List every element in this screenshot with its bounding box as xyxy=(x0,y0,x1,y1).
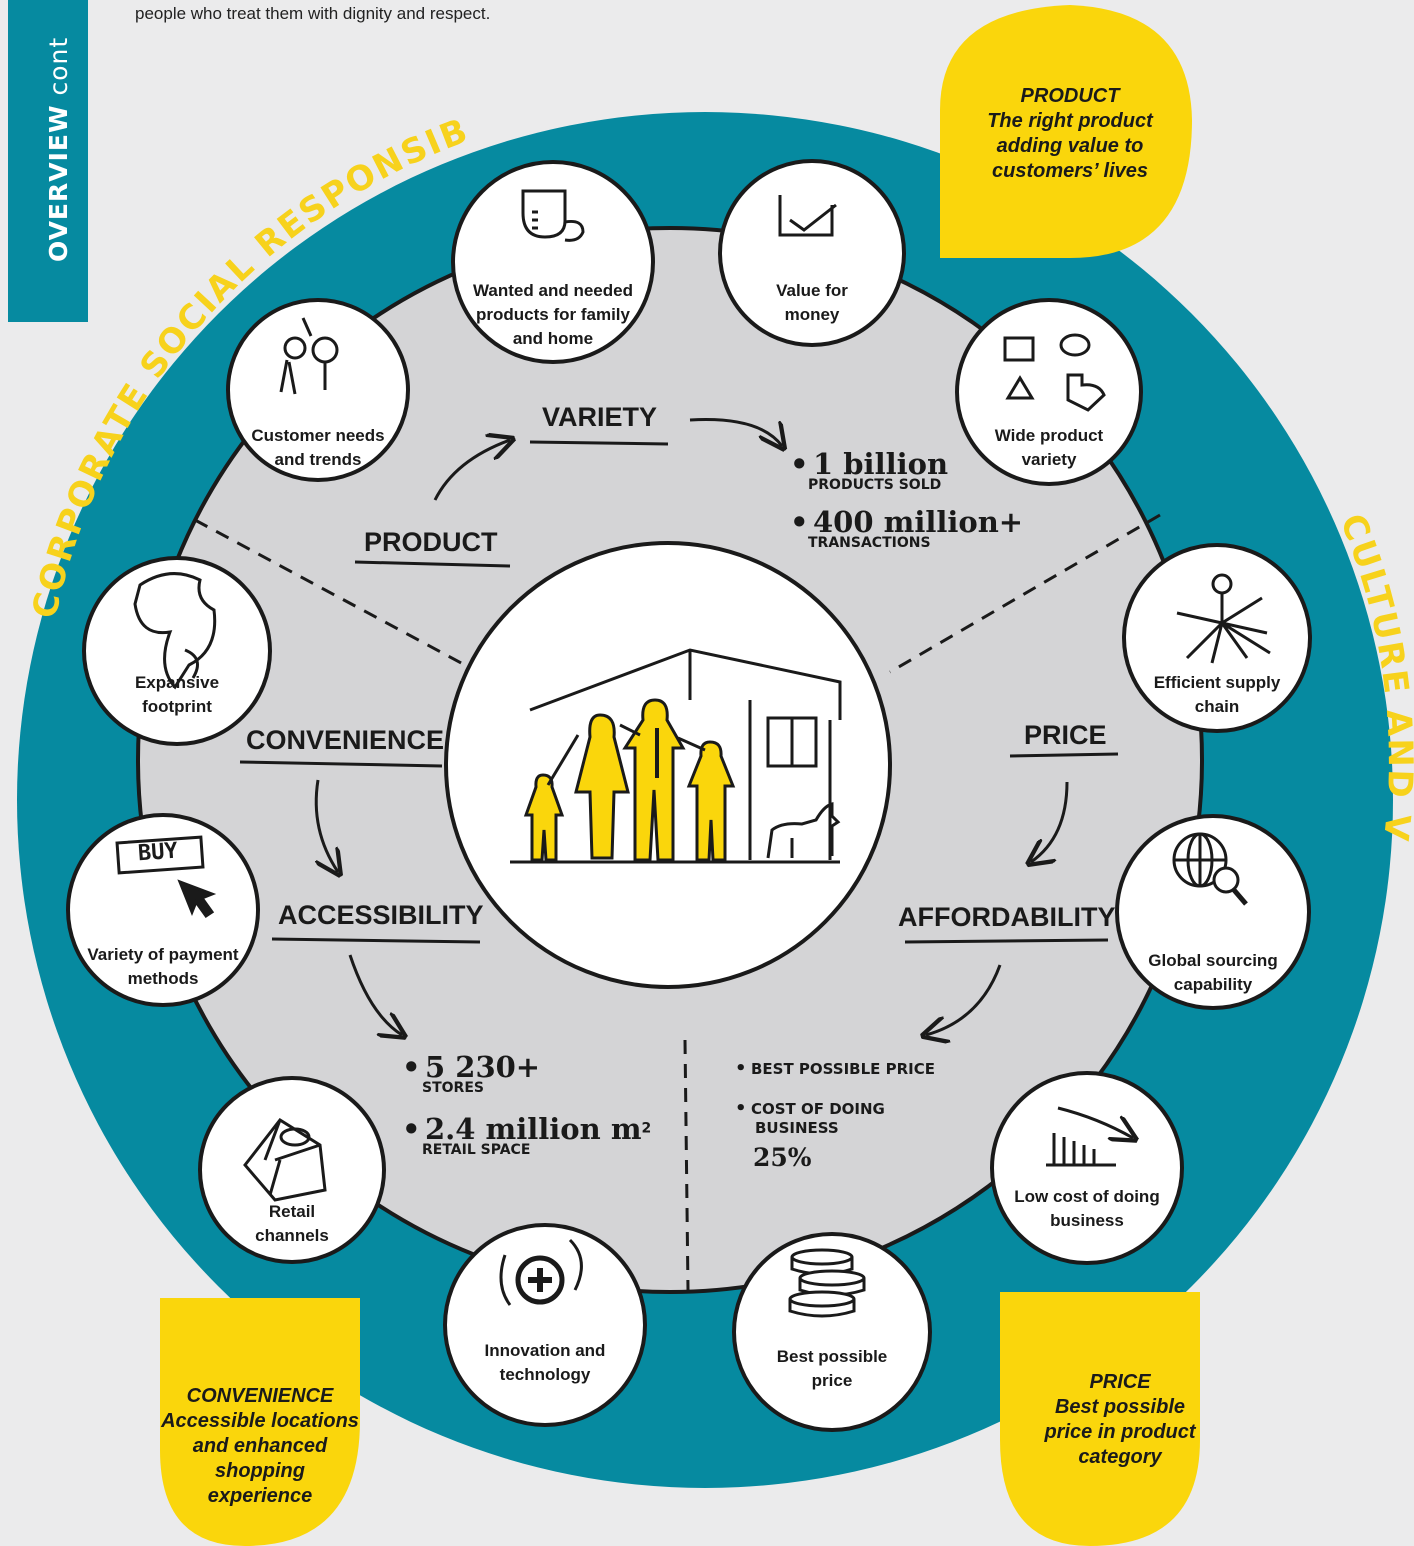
buy-sign-text: BUY xyxy=(137,838,179,867)
divider-right xyxy=(889,513,1161,674)
price-callout-shape xyxy=(1000,1292,1200,1546)
stat-stores: • 5 230+ STORES xyxy=(402,1050,541,1096)
stat-stores-value: 5 230+ xyxy=(425,1050,541,1084)
segment-product: PRODUCT xyxy=(364,527,498,557)
segment-accessibility: ACCESSIBILITY xyxy=(278,900,484,930)
section-side-tab xyxy=(8,0,88,322)
declining-bars-icon xyxy=(1046,1106,1133,1167)
bubble-wide-variety xyxy=(955,298,1143,486)
stat-cost-line1: COST OF DOING xyxy=(750,1100,885,1118)
bubble-retail-channels xyxy=(198,1076,386,1264)
segment-variety: VARIETY xyxy=(542,402,658,432)
stat-products-sold: • 1 billion PRODUCTS SOLD xyxy=(790,447,949,493)
bubble-expansive xyxy=(82,556,272,746)
bubble-innovation xyxy=(443,1223,647,1427)
supply-network-icon xyxy=(1176,573,1271,664)
family-house-illustration xyxy=(510,648,842,864)
bubble-best-price xyxy=(732,1232,932,1432)
stat-best-price-label: BEST POSSIBLE PRICE xyxy=(750,1060,936,1078)
stat-retail-space-sup: 2 xyxy=(641,1120,652,1137)
divider-left xyxy=(194,518,479,674)
stat-cost: • COST OF DOING BUSINESS 25% xyxy=(735,1098,885,1172)
bubble-customer-needs xyxy=(226,298,410,482)
divider-bottom xyxy=(683,1039,690,1291)
stat-products-sold-label: PRODUCTS SOLD xyxy=(808,477,942,493)
arrow-accessibility-stats xyxy=(348,954,402,1035)
africa-map-icon xyxy=(133,572,217,690)
bubble-payment xyxy=(66,813,260,1007)
intro-text: people who treat them with dignity and r… xyxy=(135,4,491,23)
arrow-product-variety xyxy=(433,440,510,501)
segment-price: PRICE xyxy=(1024,720,1107,750)
checkmark-icon xyxy=(778,195,837,237)
innovation-plus-icon xyxy=(499,1238,583,1306)
buy-sign-cursor-icon xyxy=(115,835,217,919)
stat-stores-label: STORES xyxy=(422,1080,484,1096)
arrow-convenience-accessibility xyxy=(314,779,338,872)
shapes-icon xyxy=(1003,333,1106,412)
arrow-price-affordability xyxy=(1031,781,1069,862)
product-callout-shape xyxy=(940,5,1192,258)
network-nodes-icon xyxy=(243,1118,327,1202)
stat-retail-space-label: RETAIL SPACE xyxy=(422,1142,531,1158)
stat-transactions-value: 400 million+ xyxy=(813,505,1024,539)
stat-transactions: • 400 million+ TRANSACTIONS xyxy=(790,505,1024,551)
segment-convenience: CONVENIENCE xyxy=(246,725,445,755)
bubble-wanted-needed xyxy=(451,160,655,364)
mug-icon xyxy=(521,189,585,242)
coins-stack-icon xyxy=(788,1248,866,1318)
stat-cost-value: 25% xyxy=(753,1143,812,1172)
bubble-value-money xyxy=(718,159,906,347)
stat-retail-space: • 2.4 million m2 RETAIL SPACE xyxy=(402,1112,652,1158)
arrow-affordability-stats xyxy=(926,964,1002,1035)
arrow-variety-stats xyxy=(689,418,782,446)
segment-affordability: AFFORDABILITY xyxy=(898,902,1116,932)
convenience-callout-shape xyxy=(160,1298,360,1546)
stat-transactions-label: TRANSACTIONS xyxy=(808,535,931,551)
bubble-global-sourcing xyxy=(1115,814,1311,1010)
stat-best-price: • BEST POSSIBLE PRICE xyxy=(735,1058,936,1079)
stat-retail-space-value: 2.4 million m xyxy=(425,1112,642,1146)
globe-magnifier-icon xyxy=(1172,832,1248,906)
stat-cost-line2: BUSINESS xyxy=(755,1119,839,1137)
stat-products-sold-value: 1 billion xyxy=(813,447,949,481)
researcher-icon xyxy=(279,317,339,395)
bubble-low-cost xyxy=(990,1071,1184,1265)
